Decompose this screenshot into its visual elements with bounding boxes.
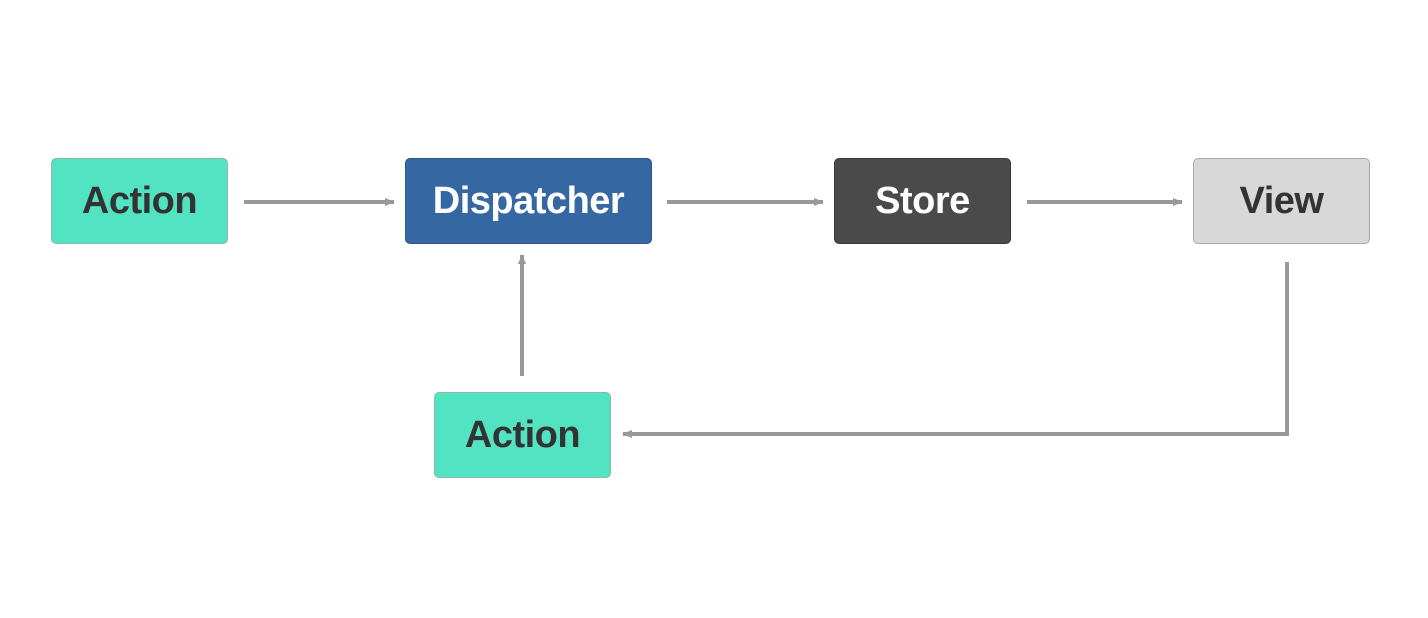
view-node: View (1193, 158, 1370, 244)
store-node: Store (834, 158, 1011, 244)
view-node-label: View (1239, 179, 1324, 222)
action-node-bottom-label: Action (464, 413, 581, 456)
dispatcher-node: Dispatcher (405, 158, 652, 244)
edge-view-to-action (622, 262, 1289, 438)
action-node-bottom: Action (434, 392, 611, 478)
action-node-top: Action (51, 158, 228, 244)
dispatcher-node-label: Dispatcher (432, 179, 625, 222)
store-node-label: Store (875, 179, 970, 222)
action-node-top-label: Action (81, 179, 198, 222)
